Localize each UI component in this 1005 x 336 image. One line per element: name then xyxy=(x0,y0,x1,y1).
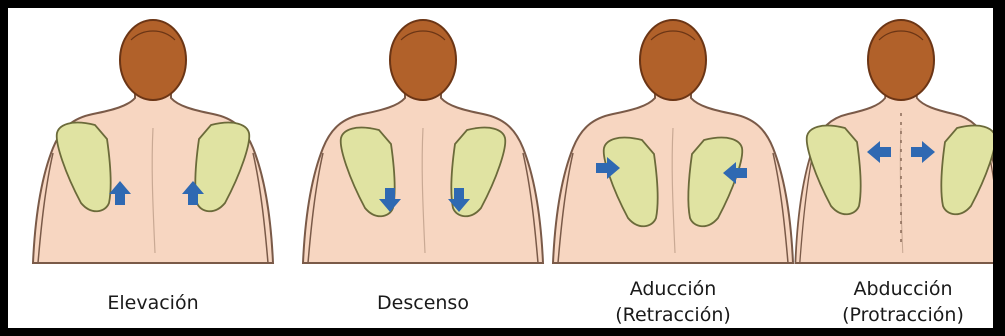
caption-line: (Protracción) xyxy=(828,302,978,328)
caption-aduccion: Aducción (Retracción) xyxy=(598,276,748,328)
figure-elevacion xyxy=(33,20,273,263)
caption-line: Elevación xyxy=(98,290,208,316)
caption-line: (Retracción) xyxy=(598,302,748,328)
caption-line: Abducción xyxy=(828,276,978,302)
caption-line: Aducción xyxy=(598,276,748,302)
figure-abduccion xyxy=(795,20,993,263)
caption-descenso: Descenso xyxy=(363,290,483,316)
caption-line: Descenso xyxy=(363,290,483,316)
figure-descenso xyxy=(303,20,543,263)
caption-abduccion: Abducción (Protracción) xyxy=(828,276,978,328)
diagram-frame: Elevación Descenso Aducción (Retracción)… xyxy=(8,8,993,328)
caption-elevacion: Elevación xyxy=(98,290,208,316)
figure-aduccion xyxy=(553,20,793,263)
